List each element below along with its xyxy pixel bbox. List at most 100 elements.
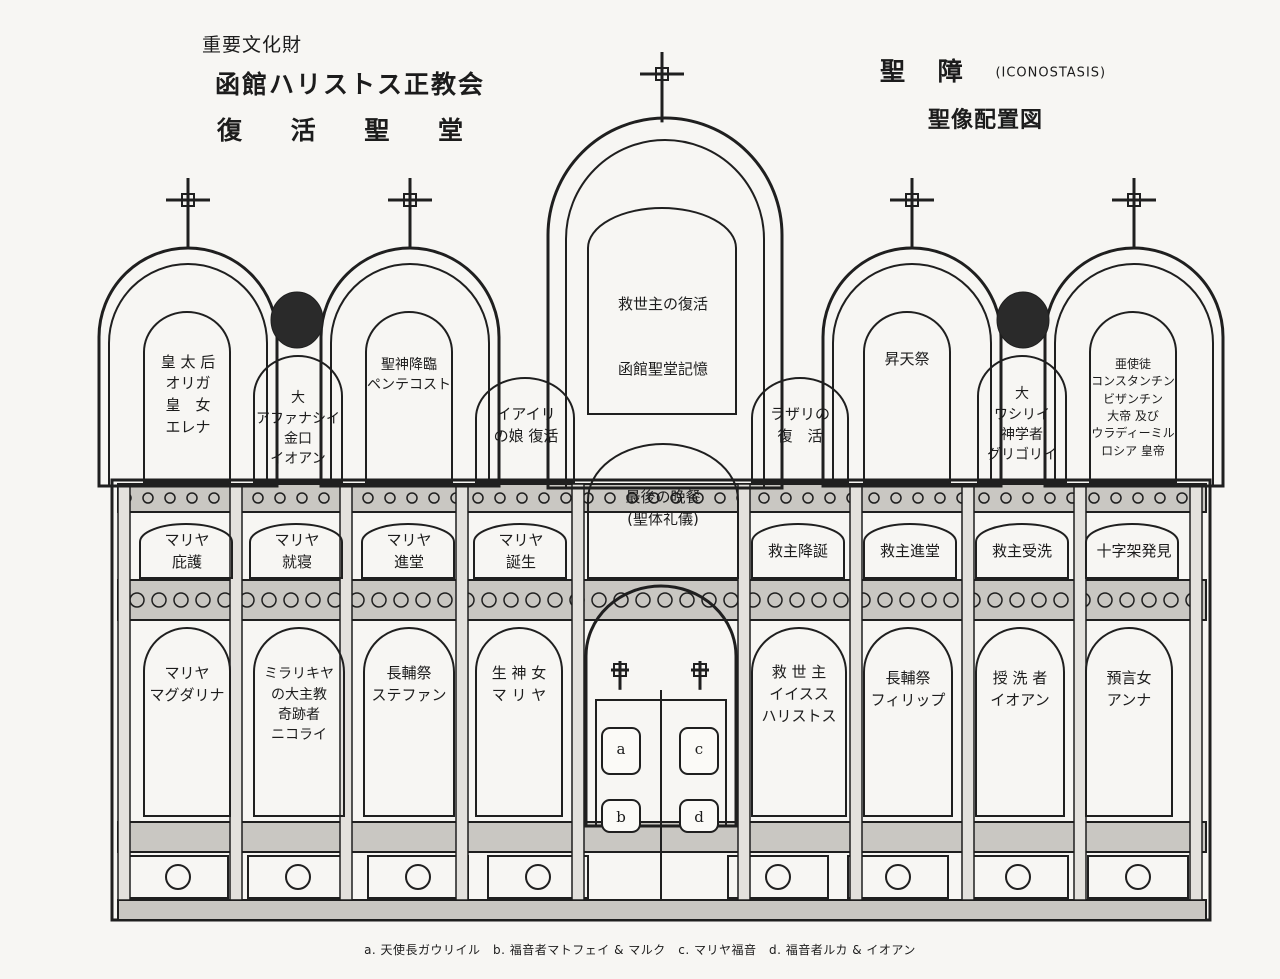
icon-title-line: 大	[291, 390, 305, 407]
band-ornament	[890, 492, 902, 504]
iconostasis-subtitle: (ICONOSTASIS)	[995, 65, 1107, 81]
bottom-icon-label-4: 生 神 女マ リ ヤ	[476, 650, 562, 720]
icon-title-line: 函館聖堂記憶	[617, 359, 708, 378]
bottom-icon-panel-6	[863, 627, 953, 817]
pedestal-rosette	[165, 864, 191, 890]
pedestal-panel	[727, 855, 829, 899]
band-ornament	[899, 592, 915, 608]
middle-icon-label-4: マリヤ誕生	[476, 530, 566, 574]
icon-title-line: マリヤ	[164, 664, 210, 683]
top-icon-panel-4	[475, 377, 575, 483]
icon-title-line: の娘 復活	[493, 427, 559, 445]
icon-title-line: 生 神 女	[491, 664, 547, 683]
band-ornament	[1088, 492, 1100, 504]
cathedral-name: 復 活 聖 堂	[216, 116, 484, 145]
icon-title-line: 最後の晩餐	[625, 488, 701, 507]
royal-door-letter-b: b	[616, 808, 626, 826]
band-ornament	[525, 592, 541, 608]
diagram-title: 聖 障 (ICONOSTASIS) 聖像配置図	[880, 52, 1140, 134]
bottom-icon-panel-5	[751, 627, 847, 817]
icon-title-line: 長輔祭	[885, 669, 931, 688]
band-ornament	[516, 492, 528, 504]
door-left-cross-box	[613, 663, 627, 677]
band-ornament	[305, 592, 321, 608]
icon-title-line: 復 活	[777, 427, 823, 445]
band-ornament	[591, 592, 607, 608]
band-ornament	[670, 492, 682, 504]
band-ornament	[824, 492, 836, 504]
icon-title-line: 聖神降臨	[381, 356, 437, 373]
pedestal-rosette	[1005, 864, 1031, 890]
band-ornament	[934, 492, 946, 504]
pedestal-rosette	[285, 864, 311, 890]
band-ornament	[877, 592, 893, 608]
middle-icon-panel-9	[1085, 523, 1179, 579]
door-panel-2	[679, 727, 719, 775]
dome-right-outer-cross-box	[1127, 193, 1141, 207]
top-icon-label-8: 大ワシリイ神学者グリゴリイ	[978, 380, 1066, 470]
pedestal-rosette	[885, 864, 911, 890]
icon-title-line: 皇 女	[165, 396, 211, 414]
dome-right-outer-inner	[1054, 263, 1214, 487]
pedestal-panel	[1087, 855, 1189, 899]
top-icon-panel-7	[863, 311, 951, 483]
icon-title-line: マリヤ	[164, 531, 210, 550]
band-ornament	[714, 492, 726, 504]
church-name: 函館ハリストス正教会	[214, 70, 485, 99]
middle-icon-label-6: 救主降誕	[752, 530, 844, 574]
middle-icon-label-5: 最後の晩餐(聖体礼儀)	[590, 474, 736, 544]
band-ornament	[1110, 492, 1122, 504]
top-icon-label-6: ラザリの復 活	[752, 396, 848, 456]
icon-title-line: 大帝 及び	[1107, 409, 1159, 423]
dome-left-inner-cross-box	[403, 193, 417, 207]
icon-title-line: コンスタンチン	[1091, 374, 1175, 389]
middle-icon-panel-5	[587, 443, 739, 579]
icon-title-line: の大主教	[271, 686, 327, 703]
icon-title-line: 昇天祭	[884, 350, 930, 369]
top-icon-panel-5	[587, 207, 737, 415]
door-panel-3	[601, 799, 641, 833]
icon-title-line: ミラリキヤ	[264, 666, 334, 683]
icon-title-line: イイスス	[769, 685, 829, 704]
band-ornament	[1009, 592, 1025, 608]
central-cross-box	[655, 67, 669, 81]
band-ornament	[802, 492, 814, 504]
icon-title-line: 奇跡者	[278, 707, 320, 723]
royal-door-letter-d: d	[694, 808, 704, 826]
band-ornament	[437, 592, 453, 608]
band-ornament	[472, 492, 484, 504]
column	[737, 483, 751, 901]
band-ornament	[195, 592, 211, 608]
top-icon-label-1: 皇 太 后オリガ皇 女エレナ	[146, 340, 230, 450]
band-ornament	[921, 592, 937, 608]
icon-title-line	[661, 315, 666, 337]
column	[571, 483, 585, 901]
middle-icon-panel-7	[863, 523, 957, 579]
band-ornament	[393, 592, 409, 608]
icon-title-line: マリヤ	[386, 531, 432, 550]
top-icon-label-4: イアイリの娘 復活	[478, 396, 574, 456]
band-ornament	[164, 492, 176, 504]
band-ornament	[371, 592, 387, 608]
band-ornament	[547, 592, 563, 608]
band-ornament	[481, 592, 497, 608]
top-icon-panel-9	[1089, 311, 1177, 483]
middle-icon-label-1: マリヤ庇護	[142, 530, 232, 574]
iconostasis-title: 聖 障	[880, 57, 975, 86]
icon-title-line: ロシア 皇帝	[1101, 443, 1165, 458]
top-icon-panel-3	[365, 311, 453, 483]
middle-icon-panel-1	[139, 523, 233, 579]
door-panel-4	[679, 799, 719, 833]
top-icon-label-7: 昇天祭	[864, 340, 950, 380]
icon-title-line: ハリストス	[761, 706, 837, 725]
bottom-icon-label-5: 救 世 主イイススハリストス	[752, 650, 846, 740]
icon-title-line: イアイリ	[496, 405, 556, 424]
icon-title-line: 救 世 主	[771, 663, 827, 682]
middle-icon-panel-3	[361, 523, 455, 579]
dome-left-inner-outer	[319, 246, 501, 488]
band-ornament	[1000, 492, 1012, 504]
icon-title-line: マグダリナ	[149, 686, 225, 704]
bottom-icon-panel-7	[975, 627, 1065, 817]
icon-title-line: 誕生	[505, 553, 536, 571]
